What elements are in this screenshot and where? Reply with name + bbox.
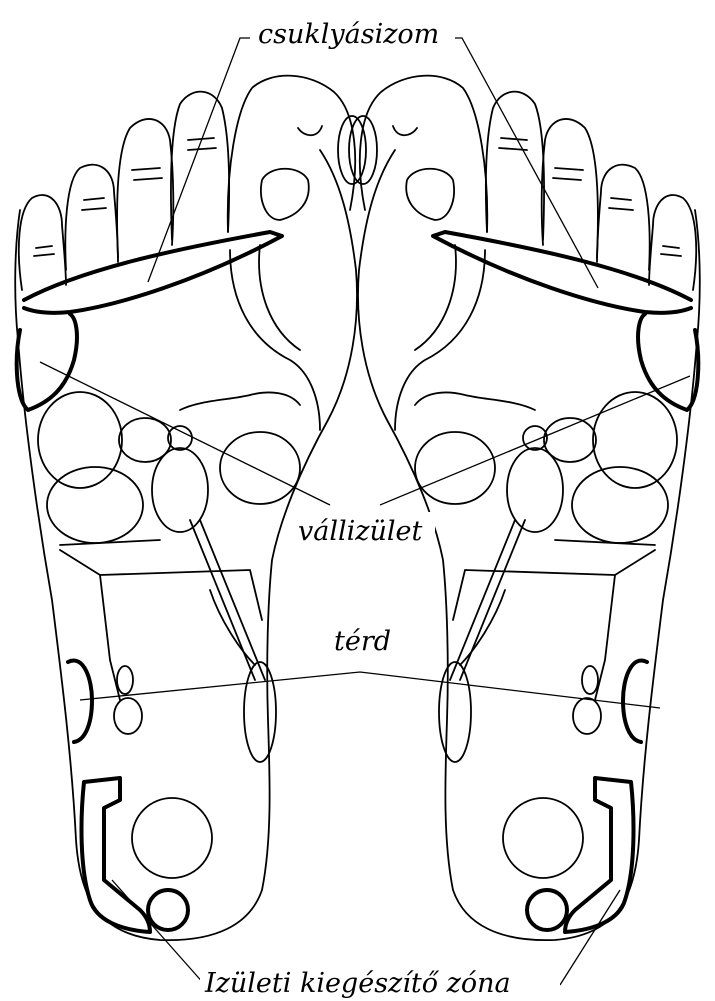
- right-knee-zone: [623, 661, 647, 742]
- label-vallizulet: vállizület: [298, 516, 422, 547]
- right-toe-4: [597, 165, 650, 270]
- right-toe-2: [486, 92, 544, 240]
- right-big-toe: [360, 76, 487, 232]
- left-heel-zone: [82, 778, 150, 932]
- right-foot: [349, 76, 700, 940]
- label-izuleti-kiegeszito-zona: Izületi kiegészítő zóna: [204, 968, 511, 999]
- label-csuklyasizom: csuklyásizom: [258, 19, 439, 50]
- left-foot: [15, 76, 366, 940]
- left-knee-zone: [68, 661, 92, 742]
- left-big-toe: [228, 76, 355, 232]
- left-toe-4: [65, 165, 118, 270]
- left-toe-2: [171, 92, 229, 240]
- right-toe-5: [649, 195, 696, 290]
- label-terd: térd: [334, 626, 391, 657]
- right-heel-zone: [565, 778, 633, 932]
- left-toe-5: [19, 195, 66, 290]
